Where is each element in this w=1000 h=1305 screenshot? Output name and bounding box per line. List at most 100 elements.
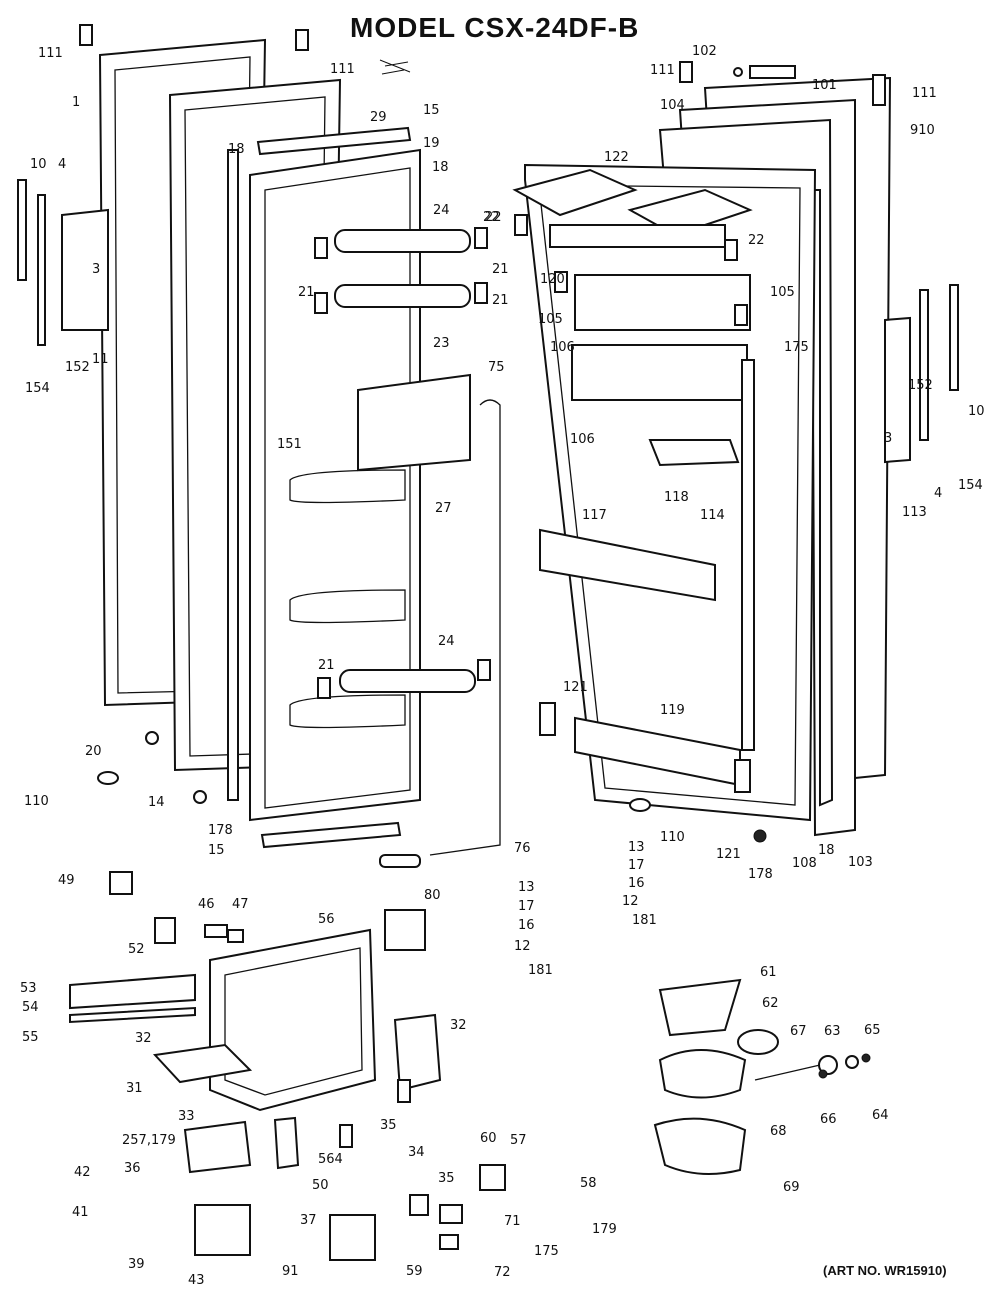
callout-label: 111 [330, 62, 355, 77]
hinge-4-left [37, 194, 46, 346]
callout-label: 35 [380, 1118, 397, 1133]
hinge-plate-113 [884, 316, 911, 464]
fan-group [653, 978, 871, 1175]
callout-label: 12 [622, 894, 639, 909]
callout-label: 114 [700, 508, 725, 523]
callout-label: 12 [514, 939, 531, 954]
scoop-61 [658, 978, 742, 1037]
callout-label: 60 [480, 1131, 497, 1146]
part-39 [194, 1204, 251, 1256]
callout-label: 76 [514, 841, 531, 856]
callout-label: 178 [748, 867, 773, 882]
callout-label: 179 [592, 1222, 617, 1237]
callout-label: 43 [188, 1273, 205, 1288]
callout-label: 151 [277, 437, 302, 452]
callout-label: 56 [318, 912, 335, 927]
dispenser-group [69, 871, 506, 1261]
callout-label: 61 [760, 965, 777, 980]
callout-label: 31 [126, 1081, 143, 1096]
cap-105-b [734, 304, 748, 326]
housing-68 [658, 1049, 747, 1099]
callout-label: 910 [910, 123, 935, 138]
callout-label: 80 [424, 888, 441, 903]
callout-label: 17 [518, 899, 535, 914]
callout-label: 13 [628, 840, 645, 855]
part-20 [145, 731, 159, 745]
callout-label: 36 [124, 1161, 141, 1176]
callout-label: 19 [423, 136, 440, 151]
part-110-right [629, 798, 651, 812]
hinge-strip-10-right [949, 284, 959, 391]
callout-label: 4 [934, 486, 943, 501]
part-59 [409, 1194, 429, 1216]
callout-label: 46 [198, 897, 215, 912]
freezer-door-group [17, 24, 501, 868]
callout-label: 21 [298, 285, 315, 300]
bracket-60 [393, 1013, 442, 1092]
part-91 [329, 1214, 376, 1261]
part-46 [204, 924, 228, 938]
callout-label: 117 [582, 508, 607, 523]
callout-label: 1 [72, 95, 81, 110]
callout-label: 113 [902, 505, 927, 520]
cap-22-a [514, 214, 528, 236]
liner-inner [264, 167, 411, 809]
callout-label: 120 [540, 272, 565, 287]
part-101 [749, 65, 796, 79]
callout-label: 34 [408, 1145, 425, 1160]
part-57 [479, 1164, 506, 1191]
part-102 [733, 67, 743, 77]
part-56 [384, 909, 426, 951]
callout-label: 10 [968, 404, 985, 419]
callout-label: 110 [24, 794, 49, 809]
door-shelf-bar-23 [334, 284, 471, 308]
dairy-door-106-a [574, 274, 751, 331]
art-number: (ART NO. WR15910) [823, 1263, 947, 1278]
callout-label: 20 [85, 744, 102, 759]
callout-label: 22 [483, 210, 500, 225]
callout-label: 13 [518, 880, 535, 895]
callout-label: 119 [660, 703, 685, 718]
callout-label: 72 [494, 1265, 511, 1280]
callout-label: 178 [208, 823, 233, 838]
callout-label: 154 [25, 381, 50, 396]
part-65 [861, 1053, 871, 1063]
part-178-right [753, 829, 767, 843]
hinge-plate-11-left [61, 208, 109, 331]
callout-label: 104 [660, 98, 685, 113]
part-71 [439, 1204, 463, 1224]
callout-label: 22 [748, 233, 765, 248]
callout-label: 59 [406, 1264, 423, 1279]
callout-label: 52 [128, 942, 145, 957]
callout-label: 69 [783, 1180, 800, 1195]
callout-label: 106 [550, 340, 575, 355]
liner-shelf-1 [289, 469, 406, 504]
callout-label: 35 [438, 1171, 455, 1186]
cap-22-b [724, 239, 738, 261]
dairy-door-106-b [571, 344, 748, 401]
hinge-cover-111-c [679, 61, 693, 83]
part-35-a [397, 1079, 411, 1103]
callout-label: 18 [818, 843, 835, 858]
block-121-a [539, 702, 556, 736]
callout-label: 55 [22, 1030, 39, 1045]
callout-label: 47 [232, 897, 249, 912]
door-shelf-bar-24-bottom [339, 669, 476, 693]
callout-label: 3 [884, 431, 893, 446]
bottom-trim-15 [260, 821, 402, 849]
callout-label: 54 [22, 1000, 39, 1015]
callout-label: 49 [58, 873, 75, 888]
callout-label: 106 [570, 432, 595, 447]
callout-label: 91 [282, 1264, 299, 1279]
callout-label: 63 [824, 1024, 841, 1039]
callout-label: 18 [432, 160, 449, 175]
callout-label: 152 [908, 378, 933, 393]
callout-label: 564 [318, 1152, 343, 1167]
callout-label: 75 [488, 360, 505, 375]
end-cap-21-e [317, 677, 331, 699]
end-cap-21-a [314, 237, 328, 259]
end-cap-21-d [474, 282, 488, 304]
callout-label: 105 [770, 285, 795, 300]
part-64 [845, 1055, 859, 1069]
callout-label: 64 [872, 1108, 889, 1123]
